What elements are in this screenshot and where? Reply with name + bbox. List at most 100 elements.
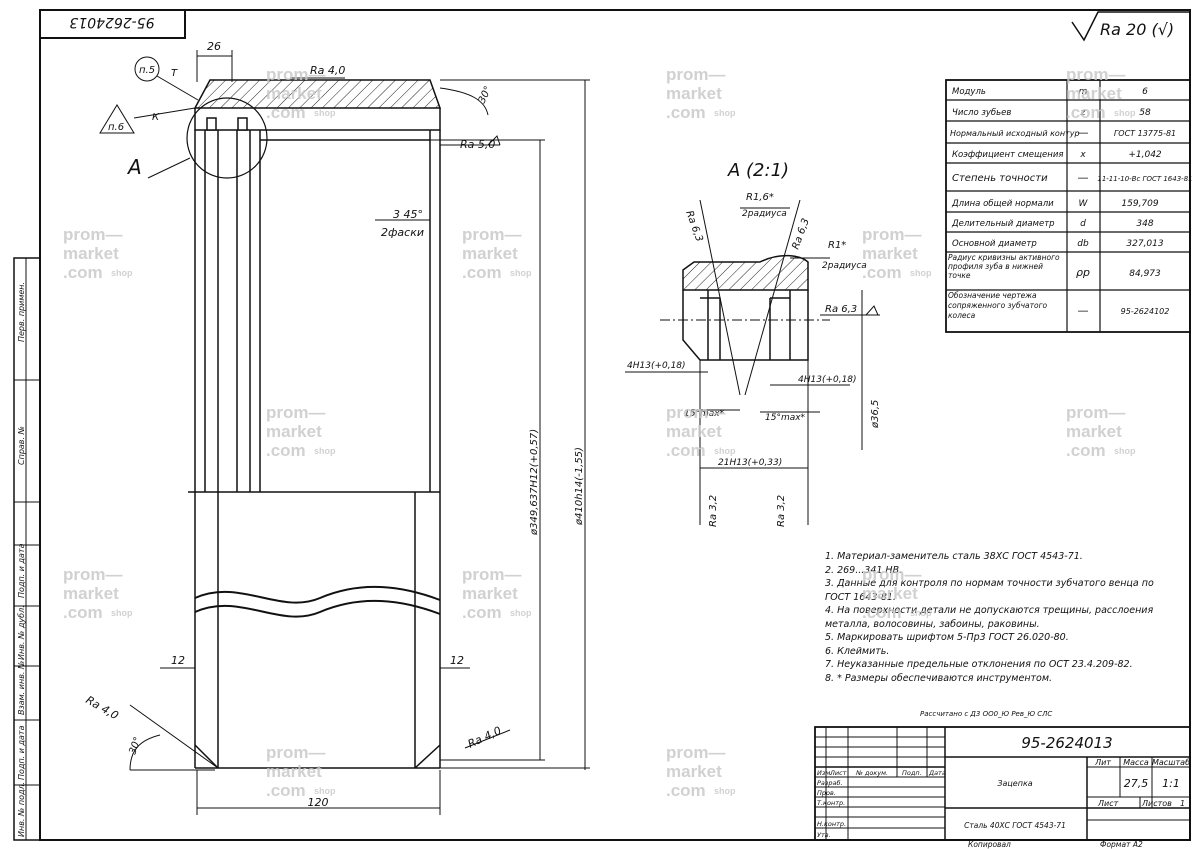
note-ref-6: п.6 xyxy=(108,122,124,133)
ra-40-left: Ra 4,0 xyxy=(84,693,121,722)
param-symbol: — xyxy=(1078,171,1089,184)
detail-15max-a: 15°max* xyxy=(684,409,725,419)
detail-4h13-b: 4H13(+0,18) xyxy=(798,375,857,385)
side-stamp: Перв. примен. Справ. № Подп. и дата Инв.… xyxy=(13,257,41,841)
mass-label: Масса xyxy=(1123,758,1149,767)
note-line: 8. * Размеры обеспечиваются инструментом… xyxy=(825,672,1053,684)
letter-t: Т xyxy=(171,68,178,79)
param-symbol: — xyxy=(1078,126,1089,139)
watermark-line1: prom— xyxy=(63,225,123,244)
param-name: Степень точности xyxy=(952,173,1048,184)
note-line: 2. 269...341 НВ. xyxy=(825,564,903,576)
param-symbol: z xyxy=(1080,108,1086,118)
watermark-line1: prom— xyxy=(1066,403,1126,422)
note-line: 3. Данные для контроля по нормам точност… xyxy=(825,578,1154,603)
mass-value: 27,5 xyxy=(1124,777,1149,790)
detail-2rad-2: 2радиуса xyxy=(822,261,867,271)
scale-label: Масштаб xyxy=(1152,758,1190,767)
note-line: 4. На поверхности детали не допускаются … xyxy=(825,605,1154,630)
stamp-3: Подп. и дата xyxy=(17,543,26,598)
watermark-shop: shop xyxy=(1114,446,1136,456)
role-approved: Утв. xyxy=(817,831,831,839)
watermark-line3: .com xyxy=(862,263,902,282)
param-value: 327,013 xyxy=(1126,239,1163,249)
watermark-shop: shop xyxy=(314,786,336,796)
title-part-name: Зацепка xyxy=(997,779,1032,788)
param-symbol: d xyxy=(1080,219,1086,229)
watermark-line1: prom— xyxy=(1066,65,1126,84)
note-line: 1. Материал-заменитель сталь 38ХС ГОСТ 4… xyxy=(825,551,1083,562)
note-ref-5: п.5 xyxy=(139,65,155,76)
watermark-line3: .com xyxy=(462,603,502,622)
watermark-line3: .com xyxy=(666,441,706,460)
dim-chamfer-count: 2фаски xyxy=(381,226,424,239)
param-value: 6 xyxy=(1142,87,1148,97)
param-value: 348 xyxy=(1136,219,1153,229)
detail-r1: R1* xyxy=(828,240,846,251)
detail-a-view xyxy=(660,254,830,361)
watermark-line1: prom— xyxy=(266,403,326,422)
view-label-a: A xyxy=(126,155,142,179)
watermark-shop: shop xyxy=(510,268,532,278)
parameters-table xyxy=(945,79,1191,333)
param-value: 11-11-10-Bc ГОСТ 1643-81 xyxy=(1097,175,1192,183)
note-line: 6. Клеймить. xyxy=(825,645,890,657)
angle-30-top: 30° xyxy=(477,85,494,106)
title-drawing-number: 95-2624013 xyxy=(1021,734,1112,752)
param-name: Длина общей нормали xyxy=(951,199,1054,209)
detail-a-dimensions xyxy=(625,199,880,525)
watermark-line1: prom— xyxy=(666,403,726,422)
scale-value: 1:1 xyxy=(1162,777,1180,790)
param-value: +1,042 xyxy=(1128,150,1162,160)
param-value: 84,973 xyxy=(1129,269,1161,279)
col-list: Лист xyxy=(829,769,847,777)
title-material: Сталь 40ХС ГОСТ 4543-71 xyxy=(964,821,1066,830)
watermark-line1: prom— xyxy=(666,65,726,84)
watermark-line1: prom— xyxy=(862,565,922,584)
detail-ra63-c: Ra 6,3 xyxy=(825,304,857,315)
watermark-shop: shop xyxy=(714,786,736,796)
watermark-line1: prom— xyxy=(666,743,726,762)
watermark-line2: market xyxy=(666,762,722,781)
stamp-2: Справ. № xyxy=(17,426,26,465)
dim-outer-diameter: ø410h14(-1,55) xyxy=(574,447,585,526)
watermark-line3: .com xyxy=(1066,441,1106,460)
col-izm: Изм. xyxy=(817,769,832,777)
technical-notes: 1. Материал-заменитель сталь 38ХС ГОСТ 4… xyxy=(825,551,1154,684)
role-checker: Пров. xyxy=(817,789,836,797)
param-symbol: x xyxy=(1079,150,1086,160)
detail-21h13: 21H13(+0,33) xyxy=(718,458,782,468)
stamp-4: Инв. № дубл. xyxy=(17,605,26,660)
watermark-line1: prom— xyxy=(462,225,522,244)
detail-ra32-b: Ra 3,2 xyxy=(776,495,787,527)
watermark-line3: .com xyxy=(462,263,502,282)
watermark-line1: prom— xyxy=(266,65,326,84)
copied-label: Копировал xyxy=(968,840,1011,849)
lit-label: Лит xyxy=(1094,758,1111,767)
dim-12-left: 12 xyxy=(171,654,185,667)
stamp-1: Перв. примен. xyxy=(17,282,26,342)
param-value: 159,709 xyxy=(1121,199,1158,209)
dim-26: 26 xyxy=(207,40,221,53)
watermark-line2: market xyxy=(266,762,322,781)
watermark-shop: shop xyxy=(910,268,932,278)
sheet-label: Лист xyxy=(1097,799,1119,808)
watermark-line3: .com xyxy=(862,603,902,622)
param-value: ГОСТ 13775-81 xyxy=(1114,129,1176,138)
detail-dia-365: ø36,5 xyxy=(870,400,881,429)
watermark-line2: market xyxy=(666,84,722,103)
param-symbol: — xyxy=(1078,304,1089,317)
watermark-line2: market xyxy=(63,584,119,603)
param-name: Число зубьев xyxy=(952,108,1011,118)
format-label: Формат А2 xyxy=(1100,840,1143,849)
watermark-line3: .com xyxy=(266,441,306,460)
letter-k: К xyxy=(152,112,160,123)
watermark-shop: shop xyxy=(1114,108,1136,118)
parameters-table-text: Модуль m 6 Число зубьев z 58 Нормальный … xyxy=(948,87,1193,320)
watermark-line2: market xyxy=(862,244,918,263)
watermark-line2: market xyxy=(462,244,518,263)
watermark-line3: .com xyxy=(666,103,706,122)
watermark-shop: shop xyxy=(714,446,736,456)
watermark-line2: market xyxy=(63,244,119,263)
